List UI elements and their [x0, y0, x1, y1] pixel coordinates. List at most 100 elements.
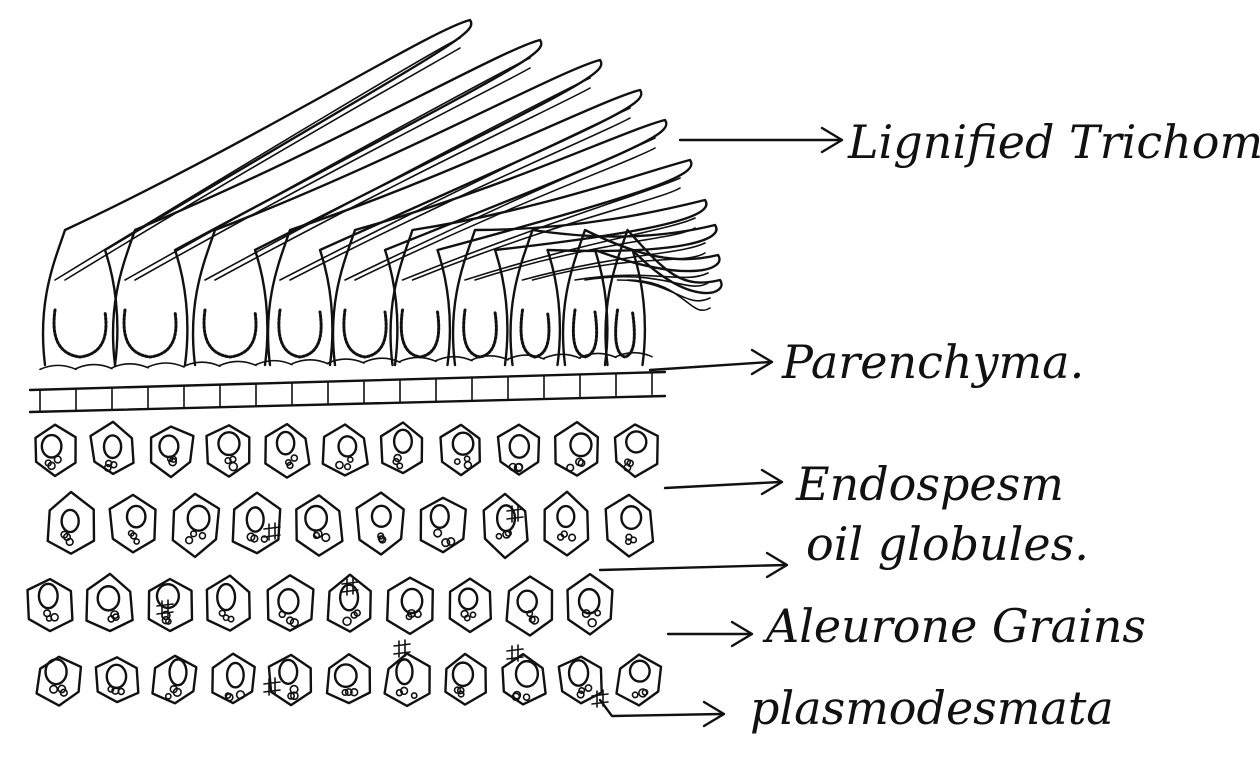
aleurone-grain: [464, 462, 471, 469]
trichome: [43, 20, 471, 365]
lignified-trichome-layer: [43, 20, 722, 365]
parenchyma-cell: [220, 361, 256, 365]
arrow-parenchyma: [650, 350, 772, 374]
oil-globule: [335, 664, 357, 686]
oil-globule: [569, 660, 588, 685]
oil-globule: [159, 436, 178, 457]
oil-globule: [453, 433, 473, 455]
label-lignified-trichome: Lignified Trichom: [847, 115, 1260, 169]
parenchyma-cell: [76, 365, 112, 369]
parenchyma-cell: [400, 357, 436, 361]
labels: Lignified Trichom Parenchyma. Endospesm …: [750, 115, 1260, 735]
endosperm-cell: [268, 575, 314, 630]
oil-globule: [305, 506, 327, 531]
aleurone-grain: [50, 686, 57, 693]
aleurone-grain: [223, 615, 228, 620]
aleurone-grain: [447, 538, 454, 545]
label-parenchyma: Parenchyma.: [781, 335, 1084, 389]
aleurone-grain: [134, 539, 139, 544]
endosperm-cell: [87, 574, 133, 631]
aleurone-grain: [567, 464, 574, 471]
parenchyma-cell: [148, 363, 184, 367]
aleurone-grain: [225, 693, 230, 698]
oil-globule: [626, 431, 646, 452]
endosperm-cell: [96, 657, 138, 702]
oil-globule: [227, 663, 244, 687]
aleurone-grain: [631, 537, 637, 543]
oil-globule: [217, 584, 235, 610]
endosperm-cell: [207, 576, 250, 631]
endosperm-cell: [617, 655, 662, 706]
endosperm-cell: [323, 425, 368, 476]
endosperm-cell: [265, 424, 309, 478]
aleurone-grain: [397, 463, 402, 468]
endosperm-cell: [555, 422, 598, 476]
arrow-endosperm: [665, 470, 782, 494]
aleurone-grain: [336, 462, 343, 469]
aleurone-grain: [166, 694, 171, 699]
parenchyma-cell: [112, 364, 148, 368]
endosperm-cell: [37, 657, 81, 706]
arrow-trichome: [680, 128, 842, 152]
endosperm-cell: [421, 498, 466, 552]
aleurone-grain: [470, 612, 475, 617]
oil-globule: [170, 659, 187, 685]
oil-globule: [188, 506, 210, 531]
aleurone-grain: [465, 615, 470, 620]
aleurone-grain: [496, 534, 501, 539]
aleurone-grain: [588, 619, 596, 627]
endosperm-cell: [110, 495, 156, 553]
aleurone-grain: [54, 456, 61, 463]
endosperm-cell: [381, 423, 422, 474]
endosperm-cell: [385, 654, 430, 706]
endosperm-cell: [503, 654, 546, 704]
aleurone-grain: [595, 610, 600, 615]
oil-globule: [579, 589, 599, 613]
oil-globule: [39, 584, 58, 608]
aleurone-grain: [322, 534, 330, 542]
aleurone-grain: [524, 694, 530, 700]
oil-globule: [459, 589, 477, 610]
endosperm-cell: [387, 578, 433, 634]
aleurone-grain: [345, 464, 351, 470]
oil-globule: [278, 589, 298, 613]
endosperm-cell: [296, 495, 342, 555]
oil-globule: [557, 506, 574, 527]
endosperm-cells: [28, 422, 662, 707]
aleurone-grain: [186, 537, 193, 544]
endosperm-cell: [568, 574, 613, 634]
endosperm-cell: [173, 494, 219, 557]
oil-globule: [570, 433, 591, 456]
endosperm-cell: [212, 654, 254, 703]
aleurone-grain: [199, 533, 205, 539]
oil-globule: [516, 661, 538, 686]
endosperm-cell: [357, 493, 404, 555]
oil-globule: [104, 435, 121, 458]
endosperm-cell: [207, 425, 250, 476]
endosperm-cell: [606, 495, 653, 557]
oil-globule: [98, 586, 119, 610]
oil-globule: [630, 661, 650, 682]
endosperm-cell: [91, 422, 134, 474]
parenchyma-cell: [292, 360, 328, 364]
aleurone-grain: [291, 455, 297, 461]
label-endosperm: Endospesm: [795, 457, 1064, 511]
endosperm-cell: [498, 425, 539, 475]
aleurone-grain: [229, 463, 237, 471]
parenchyma-top-line: [30, 372, 665, 390]
aleurone-grain: [585, 685, 591, 691]
aleurone-grain: [434, 529, 442, 537]
aleurone-grain: [412, 693, 417, 698]
oil-globule: [42, 435, 62, 457]
oil-globule: [277, 432, 294, 454]
oil-globule: [218, 432, 239, 455]
oil-globule: [518, 591, 537, 612]
trichome: [453, 200, 706, 365]
trichome: [113, 40, 541, 365]
oil-globule: [372, 506, 391, 527]
parenchyma-cell: [184, 362, 220, 366]
endosperm-cell: [450, 579, 491, 632]
arrow-plasmodesmata: [600, 700, 724, 726]
oil-globule: [453, 663, 473, 686]
